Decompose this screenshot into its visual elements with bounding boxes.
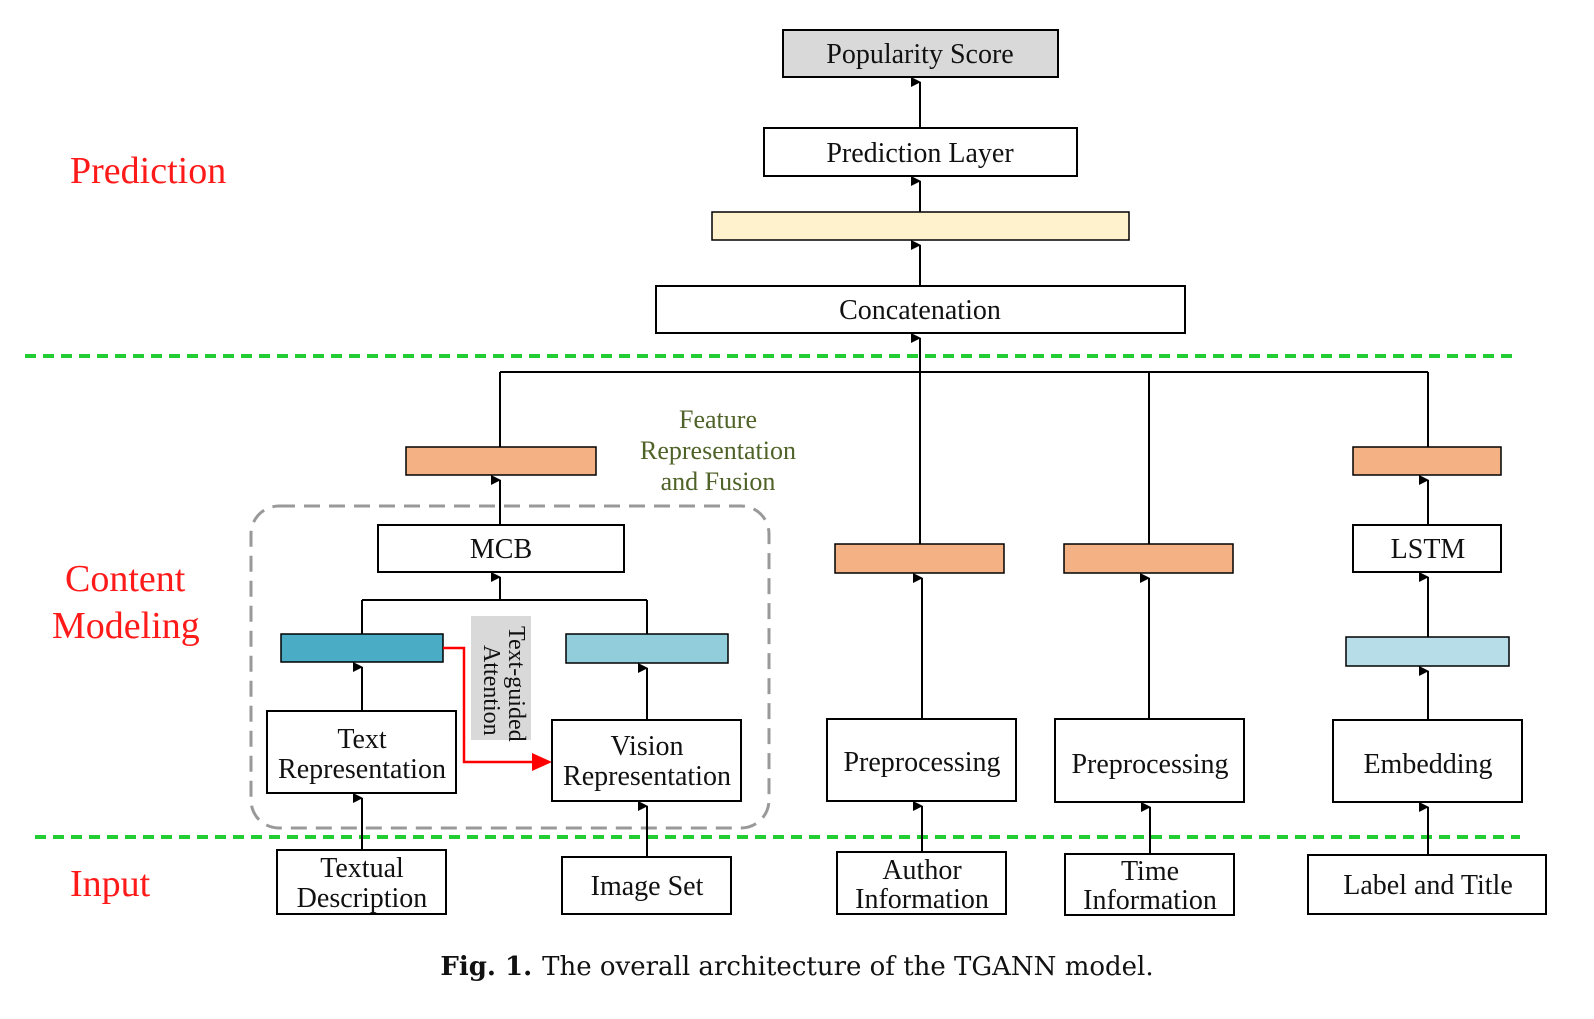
label-and-title-label: Label and Title: [1343, 870, 1513, 901]
textual-description-box: [276, 849, 447, 915]
caption-text: The overall architecture of the TGANN mo…: [542, 952, 1154, 982]
mcb-box: [377, 524, 625, 573]
mcb-output-bar: [405, 446, 597, 476]
image-set-label: Image Set: [591, 871, 704, 902]
image-set-box: [561, 856, 732, 915]
preprocessing-author-label: Preprocessing: [843, 747, 1000, 778]
text-guided-label-line2: Attention: [478, 645, 504, 736]
author-information-box: [836, 851, 1007, 915]
time-information-box: [1064, 853, 1235, 916]
fusion-label-line3: and Fusion: [661, 467, 776, 496]
author-information-line1: Author: [882, 855, 962, 886]
preprocessing-time-label: Preprocessing: [1071, 749, 1228, 780]
fused-vector-bar: [711, 211, 1130, 241]
author-feature-bar: [834, 543, 1005, 574]
embedding-feature-bar: [1345, 636, 1510, 667]
lstm-label: LSTM: [1391, 534, 1466, 565]
text-representation-box: [266, 710, 457, 794]
lstm-box: [1352, 524, 1502, 573]
lstm-output-bar: [1352, 446, 1502, 476]
vision-representation-line2: Representation: [563, 761, 731, 792]
concatenation-label: Concatenation: [839, 295, 1001, 326]
stage-label-content-line1: Content: [65, 558, 186, 600]
fusion-label-line2: Representation: [640, 436, 796, 465]
text-representation-line1: Text: [337, 724, 387, 755]
popularity-score-label: Popularity Score: [826, 39, 1013, 70]
preprocessing-time-box: [1054, 718, 1245, 803]
text-guided-attention-label-bg: [471, 616, 531, 740]
time-feature-bar: [1063, 543, 1234, 574]
fusion-label-line1: Feature: [679, 405, 757, 434]
time-information-line1: Time: [1121, 856, 1179, 887]
attention-arrowhead: [532, 753, 552, 771]
text-representation-line2: Representation: [278, 754, 446, 785]
embedding-box: [1332, 719, 1523, 803]
caption-label: Fig. 1.: [440, 952, 533, 982]
stage-label-input: Input: [70, 863, 151, 905]
text-guided-attention-arrow: [443, 646, 534, 764]
stage-label-content-line2: Modeling: [52, 605, 200, 647]
mcb-label: MCB: [470, 534, 532, 565]
textual-description-line2: Description: [297, 883, 428, 914]
label-and-title-box: [1307, 854, 1547, 915]
textual-description-line1: Textual: [320, 853, 404, 884]
time-information-line2: Information: [1083, 885, 1217, 916]
preprocessing-author-box: [826, 718, 1017, 802]
vision-representation-box: [551, 719, 742, 802]
text-vision-group-outline: [249, 504, 771, 830]
vision-feature-bar: [565, 633, 729, 664]
figure-caption: Fig. 1. The overall architecture of the T…: [0, 952, 1594, 982]
popularity-score-box: [782, 29, 1059, 78]
text-guided-label-line1: Text-guided: [503, 626, 529, 742]
prediction-layer-label: Prediction Layer: [826, 138, 1014, 169]
stage-label-prediction: Prediction: [70, 150, 226, 192]
author-information-line2: Information: [855, 884, 989, 915]
vision-representation-line1: Vision: [611, 731, 684, 762]
embedding-label: Embedding: [1363, 749, 1492, 780]
text-feature-bar: [280, 633, 444, 663]
